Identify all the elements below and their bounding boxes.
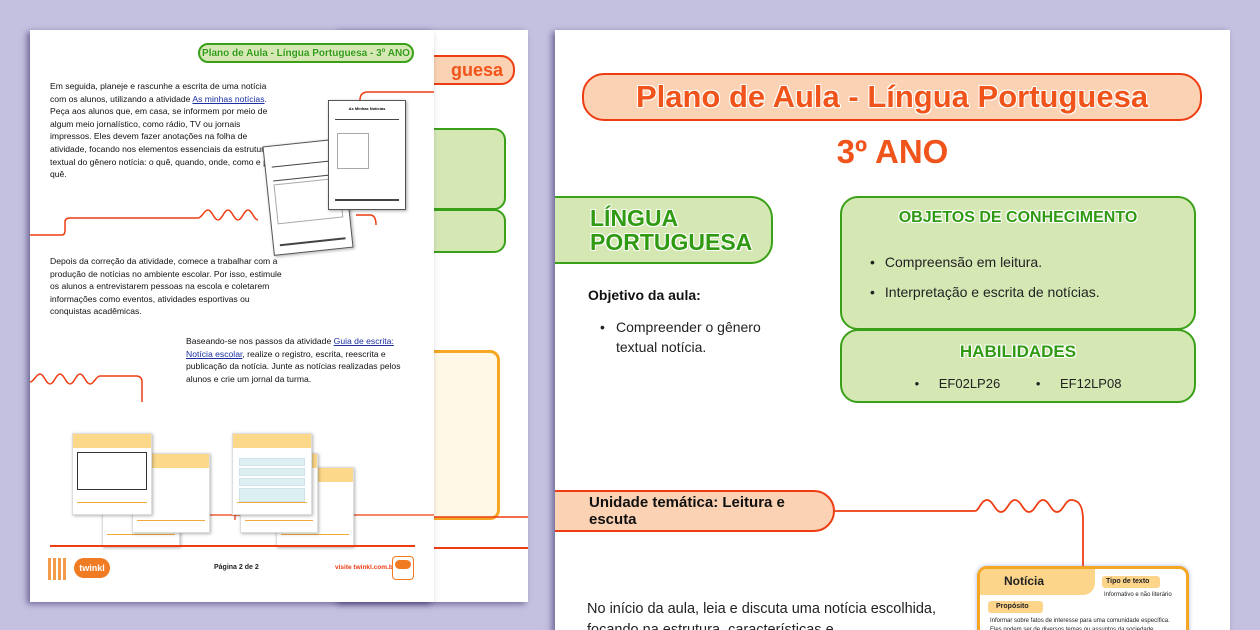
unit-theme: Unidade temática: Leitura e escuta [589,494,785,528]
grade-label: 3º ANO [836,133,949,170]
page-title: Plano de Aula - Língua Portuguesa [635,79,1149,114]
noticia-card-thumbnail: Notícia Tipo de texto Informativo e não … [977,566,1189,630]
intro-paragraph: No início da aula, leia e discuta uma no… [587,601,937,630]
page-header-pill: Plano de Aula - Língua Portuguesa - 3º A… [198,43,414,63]
paragraph-2: Depois da correção da atividade, comece … [50,256,282,317]
paragraph-3: Baseando-se nos passos da atividade Guia… [186,336,401,384]
activity-sheet [232,433,312,515]
document-page-1: Plano de Aula - Língua Portuguesa 3º ANO… [555,30,1230,630]
paragraph-1: Em seguida, planeje e rascunhe a escrita… [50,81,276,180]
objetos-item: •Compreensão em leitura. [870,254,1043,270]
visit-link[interactable]: visite twinkl.com.br [335,564,396,571]
skill-codes: • EF02LP26 • EF12LP08 [842,376,1194,391]
skill-code: • EF12LP08 [1035,376,1122,391]
subject-box: LÍNGUA PORTUGUESA [555,196,773,264]
twinkl-logo: twinkl [74,558,110,578]
unit-theme-pill: Unidade temática: Leitura e escuta [555,490,835,532]
objective-item: • Compreender o gênero textual notícia. [600,319,761,355]
page-number: Página 2 de 2 [214,564,259,571]
footer-divider [50,545,415,547]
objetos-de-conhecimento-card: OBJETOS DE CONHECIMENTO •Compreensão em … [840,196,1196,330]
objective-label: Objetivo da aula: [588,287,701,303]
objetos-item: •Interpretação e escrita de notícias. [870,284,1100,300]
twinkl-badge-icon [392,556,414,580]
skill-code: • EF02LP26 [914,376,1001,391]
document-page-2: Plano de Aula - Língua Portuguesa - 3º A… [30,30,434,602]
worksheet-thumbnail: As Minhas Notícias [328,100,406,210]
link-as-minhas-noticias[interactable]: As minhas notícias [192,93,265,104]
qr-code-icon [48,558,68,580]
page-title-pill: Plano de Aula - Língua Portuguesa [582,73,1202,121]
activity-sheet [72,433,152,515]
habilidades-card: HABILIDADES • EF02LP26 • EF12LP08 [840,329,1196,403]
